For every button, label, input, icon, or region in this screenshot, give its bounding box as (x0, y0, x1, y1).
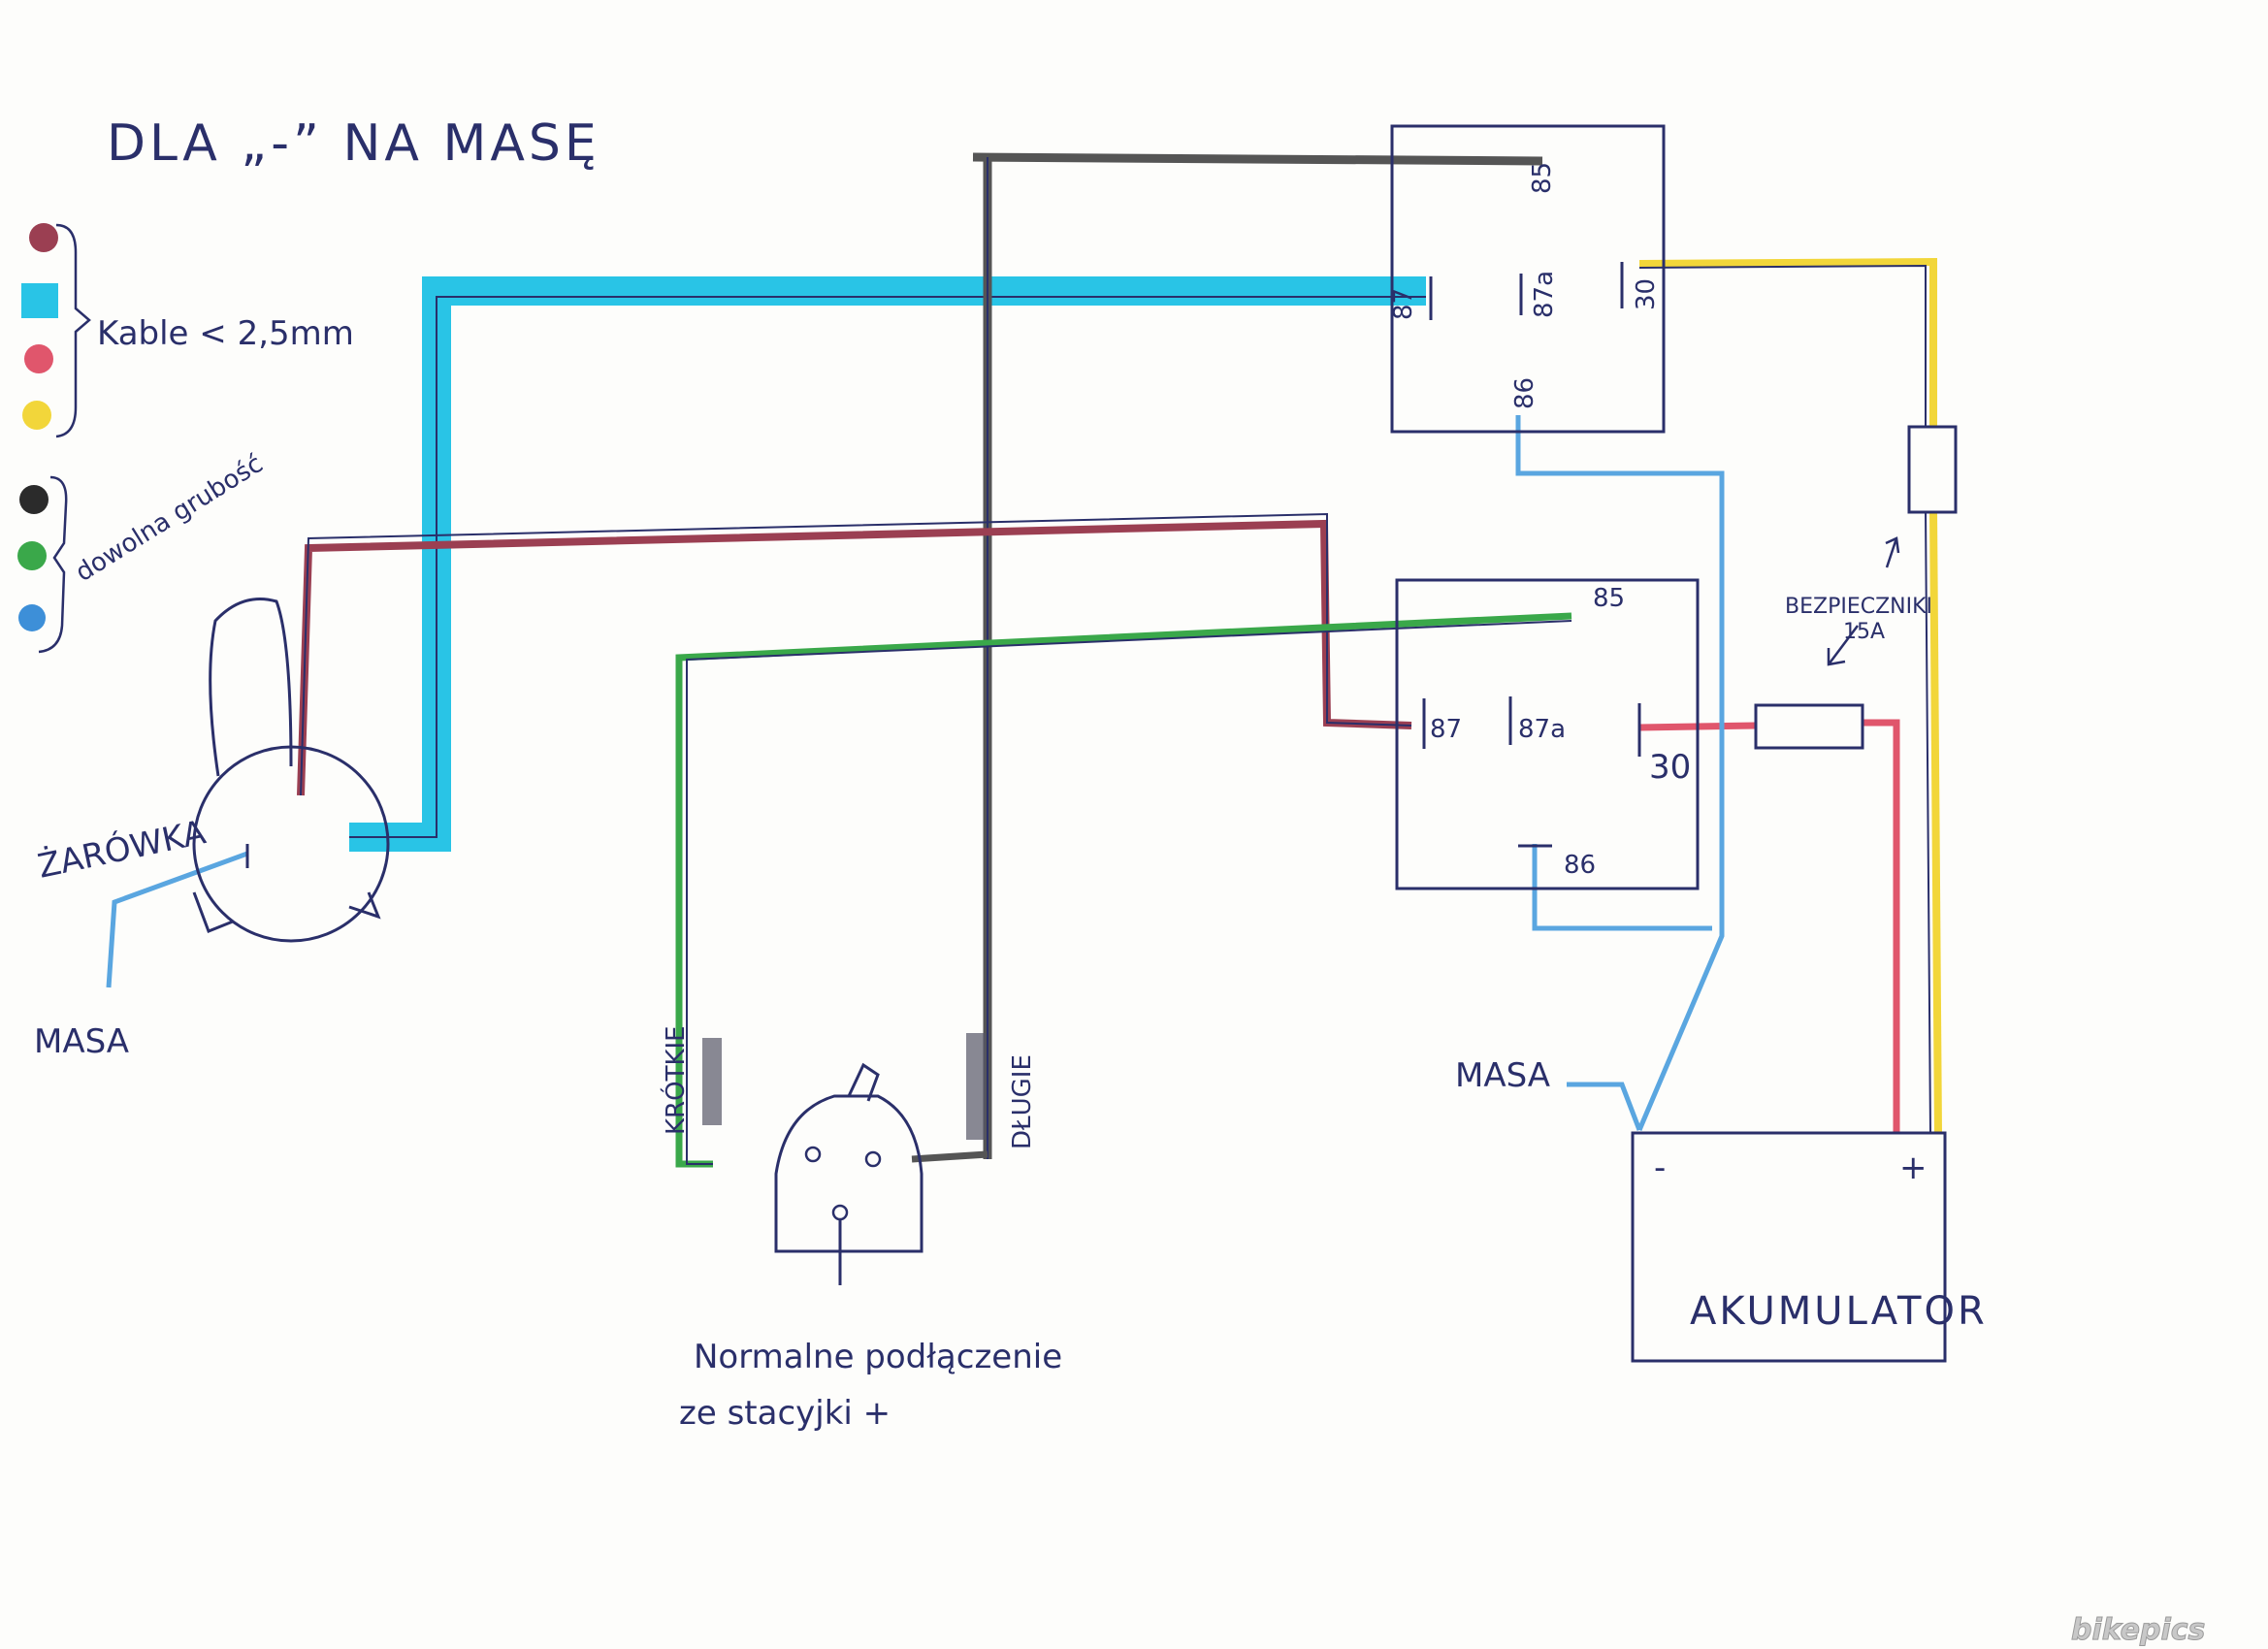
bulb-tab-right (348, 891, 381, 920)
wire-green-core (686, 620, 1572, 1165)
relay-top-label-85: 85 (1528, 162, 1557, 194)
wire-cyan-core (349, 296, 1426, 838)
fuse-horizontal (1754, 703, 1864, 750)
battery-minus-sign: - (1654, 1148, 1666, 1187)
relay-bottom-label-87: 87 (1430, 715, 1462, 744)
bulb: ŻARÓWKA (34, 598, 390, 943)
switch-short-hatch (702, 1038, 722, 1125)
legend-swatch-maroon (29, 223, 58, 252)
switch-contact-left (804, 1146, 822, 1163)
wire-red-right (1858, 719, 1900, 1133)
wire-blue-masa-right (1567, 1082, 1642, 1131)
switch-note-line1: Normalne podłączenie (694, 1338, 1062, 1376)
switch: KRÓTKIE DŁUGIE Normalne podłączenie ze s… (660, 1025, 1062, 1433)
relay-top-label-87a: 87a (1530, 271, 1559, 318)
wires (106, 152, 1942, 1168)
diagram-title: DLA „-” NA MASĘ (107, 114, 600, 173)
switch-note-line2: ze stacyjki + (679, 1394, 891, 1433)
wire-yellow-bottom (1929, 508, 1942, 1134)
legend-any-label: dowolna grubość (71, 449, 269, 588)
legend-swatch-green (17, 541, 47, 570)
switch-long-label: DŁUGIE (1008, 1054, 1037, 1149)
relay-bottom-label-87a: 87a (1518, 715, 1566, 744)
legend-swatch-black (19, 485, 49, 514)
legend-brace-thin (55, 223, 91, 438)
fuse-arrow-up-icon (1885, 536, 1900, 568)
legend-swatch-yellow (22, 401, 51, 430)
fuses: BEZPIECZNIKI 15A (1754, 425, 1958, 750)
relay-bottom-label-85: 85 (1593, 584, 1625, 613)
legend-swatch-red (24, 344, 53, 373)
watermark-logo: bikepics (2071, 1613, 2205, 1647)
relay-top-label-30: 30 (1632, 278, 1661, 310)
switch-short-label: KRÓTKIE (660, 1025, 691, 1135)
legend-swatch-blue (18, 604, 46, 631)
wire-blue-bottom-86 (1532, 844, 1712, 931)
relay-bottom-box (1395, 578, 1700, 890)
switch-body (774, 1094, 923, 1253)
legend-swatch-cyan (21, 283, 58, 318)
relay-top-label-86: 86 (1510, 377, 1539, 409)
switch-tab (847, 1062, 880, 1102)
switch-contact-bottom (831, 1204, 849, 1221)
battery-plus-sign: + (1899, 1148, 1928, 1187)
wire-black-switch (911, 1150, 988, 1163)
relay-top-box (1390, 124, 1666, 434)
relay-bottom-label-86: 86 (1564, 851, 1596, 880)
legend-thin-label: Kable < 2,5mm (97, 314, 354, 353)
relay-bottom: 85 87 87a 30 86 (1395, 578, 1700, 890)
switch-long-hatch (966, 1033, 986, 1140)
wire-yellow-top (1638, 257, 1937, 427)
wire-maroon-core (300, 512, 1412, 796)
fuse-label-line1: BEZPIECZNIKI (1785, 595, 1932, 619)
relay-top-label-87: 87 (1389, 288, 1418, 320)
battery-box (1631, 1131, 1947, 1363)
relay-bottom-label-30: 30 (1649, 748, 1691, 787)
bulb-tab-left (192, 891, 234, 933)
ground-label-right: MASA (1455, 1056, 1550, 1095)
legend-brace-any (38, 475, 68, 654)
switch-contact-right (864, 1150, 882, 1168)
battery: - + AKUMULATOR (1631, 1131, 1988, 1363)
ground-label-left: MASA (34, 1022, 129, 1061)
wire-cyan (349, 276, 1426, 852)
fuse-vertical (1907, 425, 1958, 514)
bulb-glass (209, 598, 293, 777)
fuse-label-line2: 15A (1843, 620, 1885, 644)
wire-blue-masa-left (106, 851, 248, 988)
fuse-arrow-down-icon (1827, 625, 1859, 666)
wire-yellow-core (1638, 264, 1931, 1134)
wire-blue-top-86 (1515, 415, 1725, 1131)
wire-black-top (972, 152, 1543, 166)
relay-top: 87 87a 30 85 86 (1389, 124, 1666, 434)
wire-maroon (297, 519, 1412, 796)
battery-label: AKUMULATOR (1690, 1289, 1988, 1334)
